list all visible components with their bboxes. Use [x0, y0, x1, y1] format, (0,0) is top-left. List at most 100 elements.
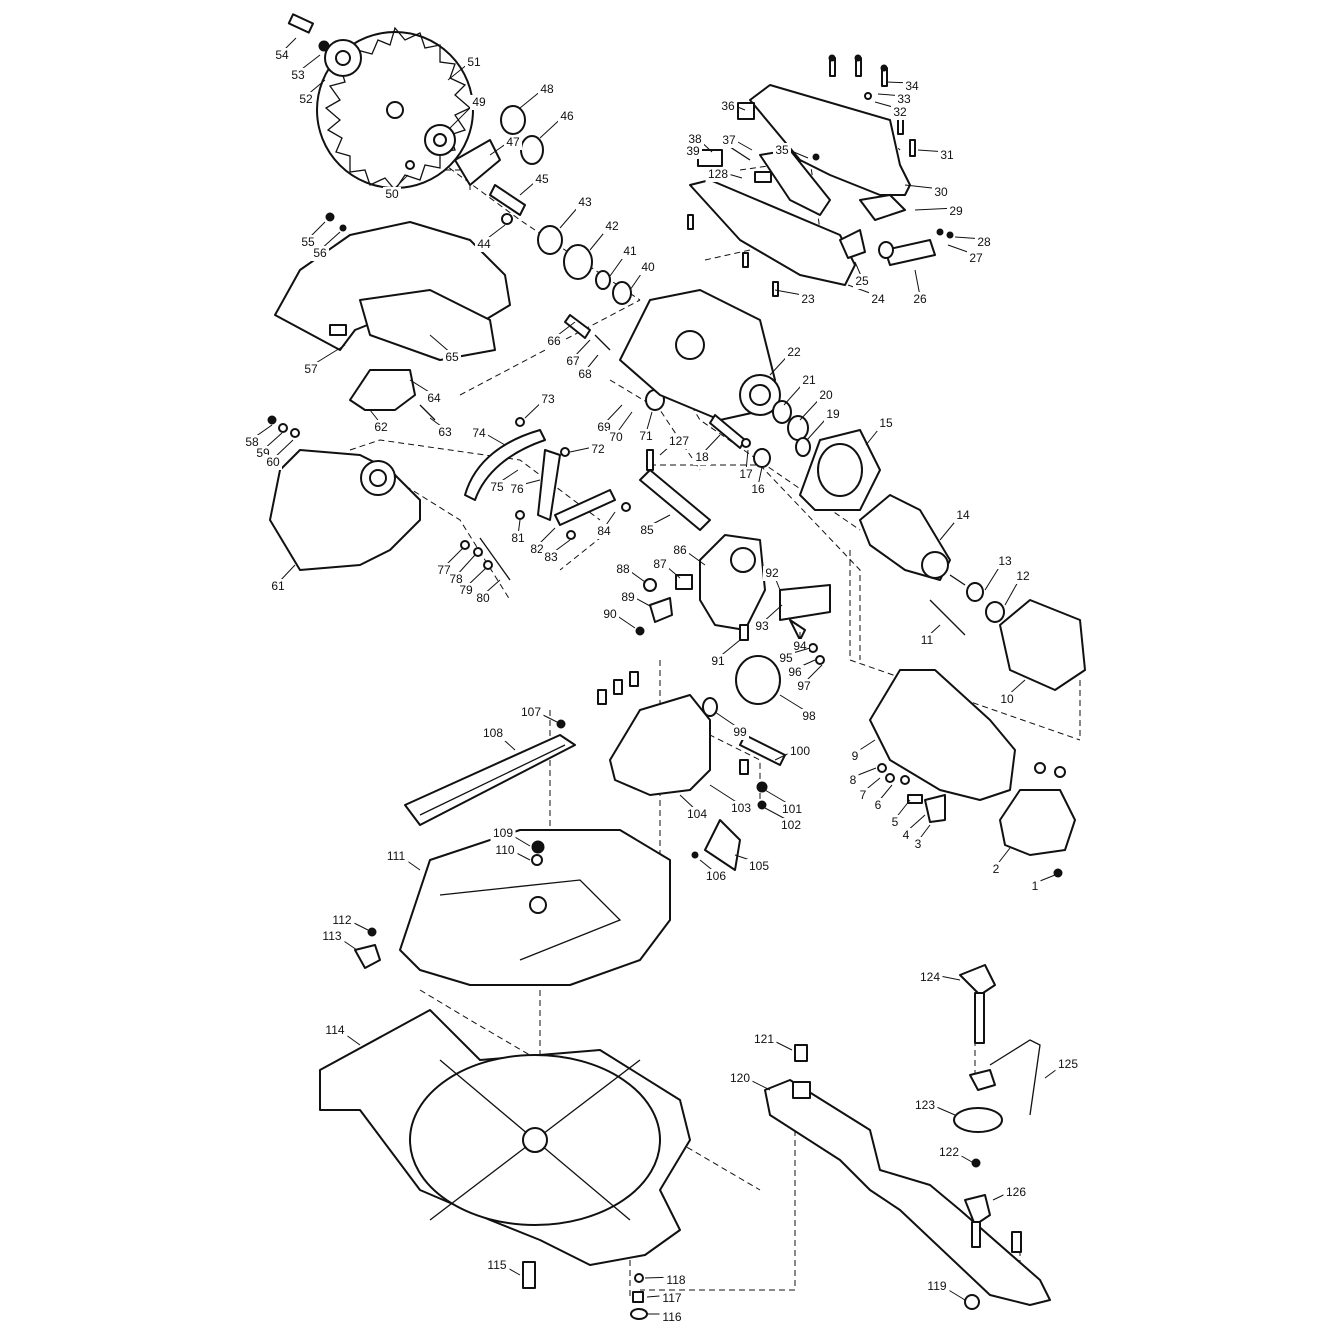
part-number-bg — [492, 843, 518, 858]
part-number-bg — [728, 801, 754, 816]
brush-parts — [877, 763, 946, 823]
part-number-90: 90 — [603, 607, 617, 621]
part-number-37: 37 — [722, 133, 736, 147]
part-number-bg — [484, 1258, 510, 1273]
part-number-38: 38 — [688, 132, 702, 146]
part-number-14: 14 — [956, 508, 970, 522]
part-number-bg — [601, 607, 619, 622]
part-number-97: 97 — [797, 679, 811, 693]
part-number-bg — [720, 133, 738, 148]
part-number-28: 28 — [977, 235, 991, 249]
part-number-118: 118 — [666, 1273, 685, 1287]
part-number-bg — [638, 523, 656, 538]
part-number-bg — [791, 639, 809, 654]
part-number-31: 31 — [940, 148, 954, 162]
part-number-67: 67 — [566, 354, 580, 368]
part-number-bg — [533, 172, 551, 187]
part-number-95: 95 — [779, 651, 793, 665]
part-number-41: 41 — [623, 244, 637, 258]
part-number-79: 79 — [459, 583, 473, 597]
part-number-bg — [693, 450, 711, 465]
part-number-72: 72 — [591, 442, 605, 456]
motor-housing — [869, 669, 1076, 878]
part-number-44: 44 — [477, 237, 491, 251]
part-number-82: 82 — [530, 542, 544, 556]
part-number-103: 103 — [731, 801, 751, 815]
part-number-bg — [918, 633, 936, 648]
part-number-33: 33 — [897, 92, 911, 106]
part-number-bg — [311, 246, 329, 261]
part-number-bg — [465, 55, 483, 70]
part-number-98: 98 — [802, 709, 816, 723]
part-number-bg — [528, 542, 546, 557]
part-number-bg — [659, 1310, 685, 1325]
part-number-bg — [777, 651, 795, 666]
part-number-116: 116 — [662, 1310, 681, 1324]
guard-bracket — [349, 369, 436, 421]
part-number-47: 47 — [506, 135, 520, 149]
part-number-bg — [847, 773, 859, 788]
part-number-50: 50 — [385, 187, 399, 201]
part-number-bg — [457, 583, 475, 598]
hinge-bracket — [556, 671, 768, 871]
part-number-bg — [480, 726, 506, 741]
part-number-bg — [383, 849, 409, 864]
part-number-66: 66 — [547, 334, 561, 348]
part-number-bg — [903, 79, 921, 94]
part-number-bg — [297, 92, 315, 107]
part-number-68: 68 — [578, 367, 592, 381]
part-number-bg — [518, 705, 544, 720]
part-number-bg — [639, 260, 657, 275]
part-number-26: 26 — [913, 292, 927, 306]
linkage — [460, 417, 631, 581]
part-number-bg — [539, 392, 557, 407]
part-number-bg — [891, 105, 909, 120]
part-number-bg — [817, 388, 835, 403]
part-number-bg — [1014, 569, 1032, 584]
part-number-89: 89 — [621, 590, 635, 604]
part-number-12: 12 — [1016, 569, 1030, 583]
part-number-53: 53 — [291, 68, 305, 82]
part-number-bg — [372, 420, 390, 435]
part-number-bg — [621, 244, 639, 259]
part-number-1: 1 — [1032, 879, 1039, 893]
part-number-bg — [990, 862, 1002, 877]
part-number-110: 110 — [495, 843, 514, 857]
part-number-46: 46 — [560, 109, 574, 123]
part-number-128: 128 — [708, 167, 728, 181]
part-number-99: 99 — [733, 725, 747, 739]
part-number-10: 10 — [1000, 692, 1014, 706]
part-number-bg — [302, 362, 320, 377]
part-number-bg — [508, 482, 526, 497]
part-number-42: 42 — [605, 219, 619, 233]
part-number-117: 117 — [662, 1291, 681, 1305]
part-number-bg — [595, 524, 613, 539]
fence — [764, 1044, 1051, 1310]
handle-assembly — [687, 54, 954, 297]
part-number-bg — [329, 913, 355, 928]
part-number-bg — [799, 292, 817, 307]
part-number-7: 7 — [860, 788, 867, 802]
part-number-123: 123 — [915, 1098, 935, 1112]
part-number-56: 56 — [313, 246, 327, 260]
part-number-bg — [849, 749, 861, 764]
part-number-bg — [538, 82, 556, 97]
part-number-63: 63 — [438, 425, 452, 439]
part-number-bg — [490, 826, 516, 841]
part-number-25: 25 — [855, 274, 869, 288]
part-number-27: 27 — [969, 251, 983, 265]
part-number-52: 52 — [299, 92, 313, 106]
part-number-85: 85 — [640, 523, 654, 537]
part-number-105: 105 — [749, 859, 769, 873]
gearbox-housing — [619, 289, 781, 421]
part-number-bg — [436, 425, 454, 440]
part-number-bg — [545, 334, 563, 349]
part-number-126: 126 — [1006, 1185, 1026, 1199]
part-number-bg — [911, 292, 929, 307]
part-number-96: 96 — [788, 665, 802, 679]
part-number-bg — [800, 709, 818, 724]
part-number-bg — [289, 68, 307, 83]
part-number-107: 107 — [521, 705, 541, 719]
lower-blade-guard — [267, 415, 421, 571]
